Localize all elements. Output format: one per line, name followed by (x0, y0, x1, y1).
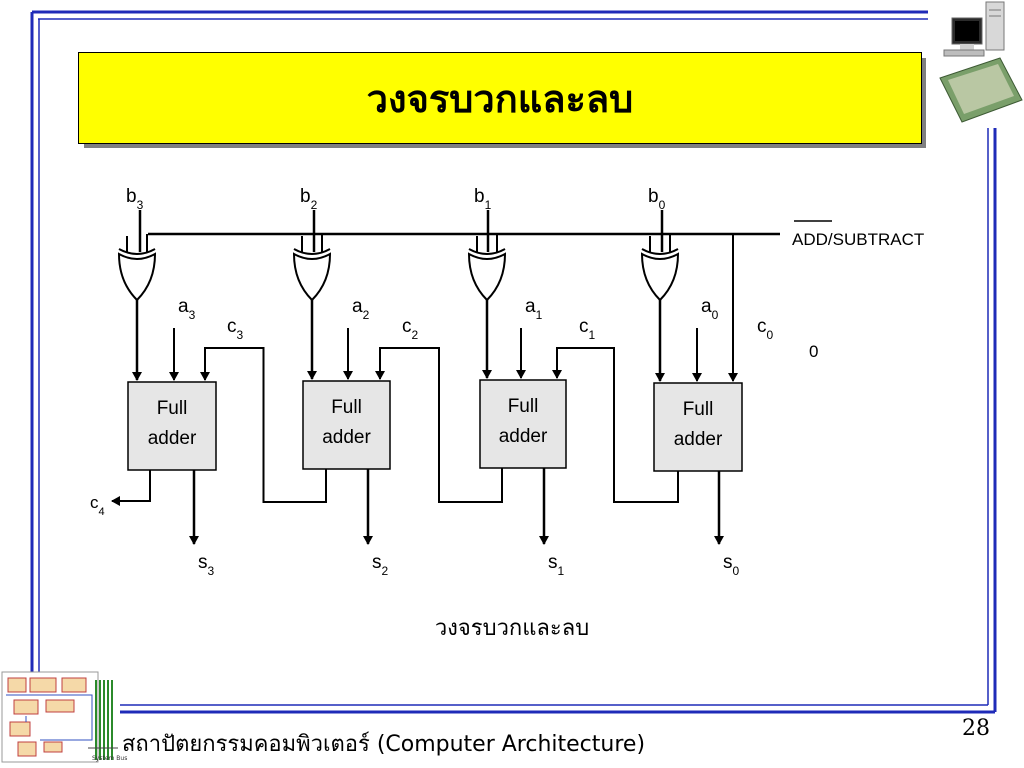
carry-label: c2 (402, 316, 419, 342)
block-diagram-thumbnail-icon: System Bus (1, 671, 127, 763)
xor-gate (292, 252, 332, 302)
xor-gate-extra-arc (293, 248, 331, 255)
a-input-label: a2 (352, 296, 370, 322)
adder-subtractor-diagram: Full adder b3 a3 s3 Full adder b2 a2 s2 Full adder b… (90, 186, 924, 578)
carry-chain-wire (200, 347, 327, 503)
c4-output-arrow (111, 470, 151, 506)
s-output-label: s3 (198, 552, 215, 578)
a-input-label: a0 (701, 296, 719, 322)
svg-text:System Bus: System Bus (92, 755, 127, 762)
full-adder-label: adder (322, 427, 371, 448)
full-adder-label: Full (331, 397, 362, 418)
computer-icon (939, 1, 1023, 123)
xor-gate (117, 252, 157, 302)
full-adder-box (127, 381, 217, 471)
s-output-label: s1 (548, 552, 565, 578)
carry-label: c3 (227, 316, 244, 342)
figure-caption: วงจรบวกและลบ (434, 616, 590, 641)
full-adder-box (479, 379, 567, 469)
full-adder-label: adder (499, 426, 548, 447)
full-adder-label: Full (157, 398, 188, 419)
xor-gate-extra-arc (468, 248, 506, 255)
page-number: 28 (962, 716, 990, 741)
full-adder-label: adder (674, 429, 723, 450)
s-output-label: s0 (723, 552, 740, 578)
slide-title: วงจรบวกและลบ (78, 52, 922, 144)
full-adder-box (302, 380, 391, 470)
a-input-label: a3 (178, 296, 196, 322)
b-input-label: b0 (648, 186, 666, 212)
xor-gate (640, 252, 680, 302)
full-adder-label: Full (508, 396, 539, 417)
b-input-label: b2 (300, 186, 318, 212)
footer-course-text: สถาปัตยกรรมคอมพิวเตอร์ (Computer Archite… (122, 732, 646, 757)
add-subtract-label: ADD/SUBTRACT (792, 230, 924, 249)
b-input-label: b1 (474, 186, 492, 212)
xor-gate-extra-arc (118, 248, 156, 255)
s-output-label: s2 (372, 552, 389, 578)
c4-label: c4 (90, 493, 105, 518)
carry-in-value: 0 (809, 342, 818, 361)
full-adder-label: Full (683, 399, 714, 420)
carry-chain-wire (375, 347, 503, 503)
full-adder-label: adder (148, 428, 197, 449)
full-adder-box (653, 382, 743, 472)
carry-chain-wire (552, 347, 679, 503)
carry-label: c0 (757, 316, 774, 342)
xor-gate (467, 252, 507, 302)
carry-label: c1 (579, 316, 596, 342)
xor-gate-extra-arc (641, 248, 679, 255)
b-input-label: b3 (126, 186, 144, 212)
a-input-label: a1 (525, 296, 543, 322)
